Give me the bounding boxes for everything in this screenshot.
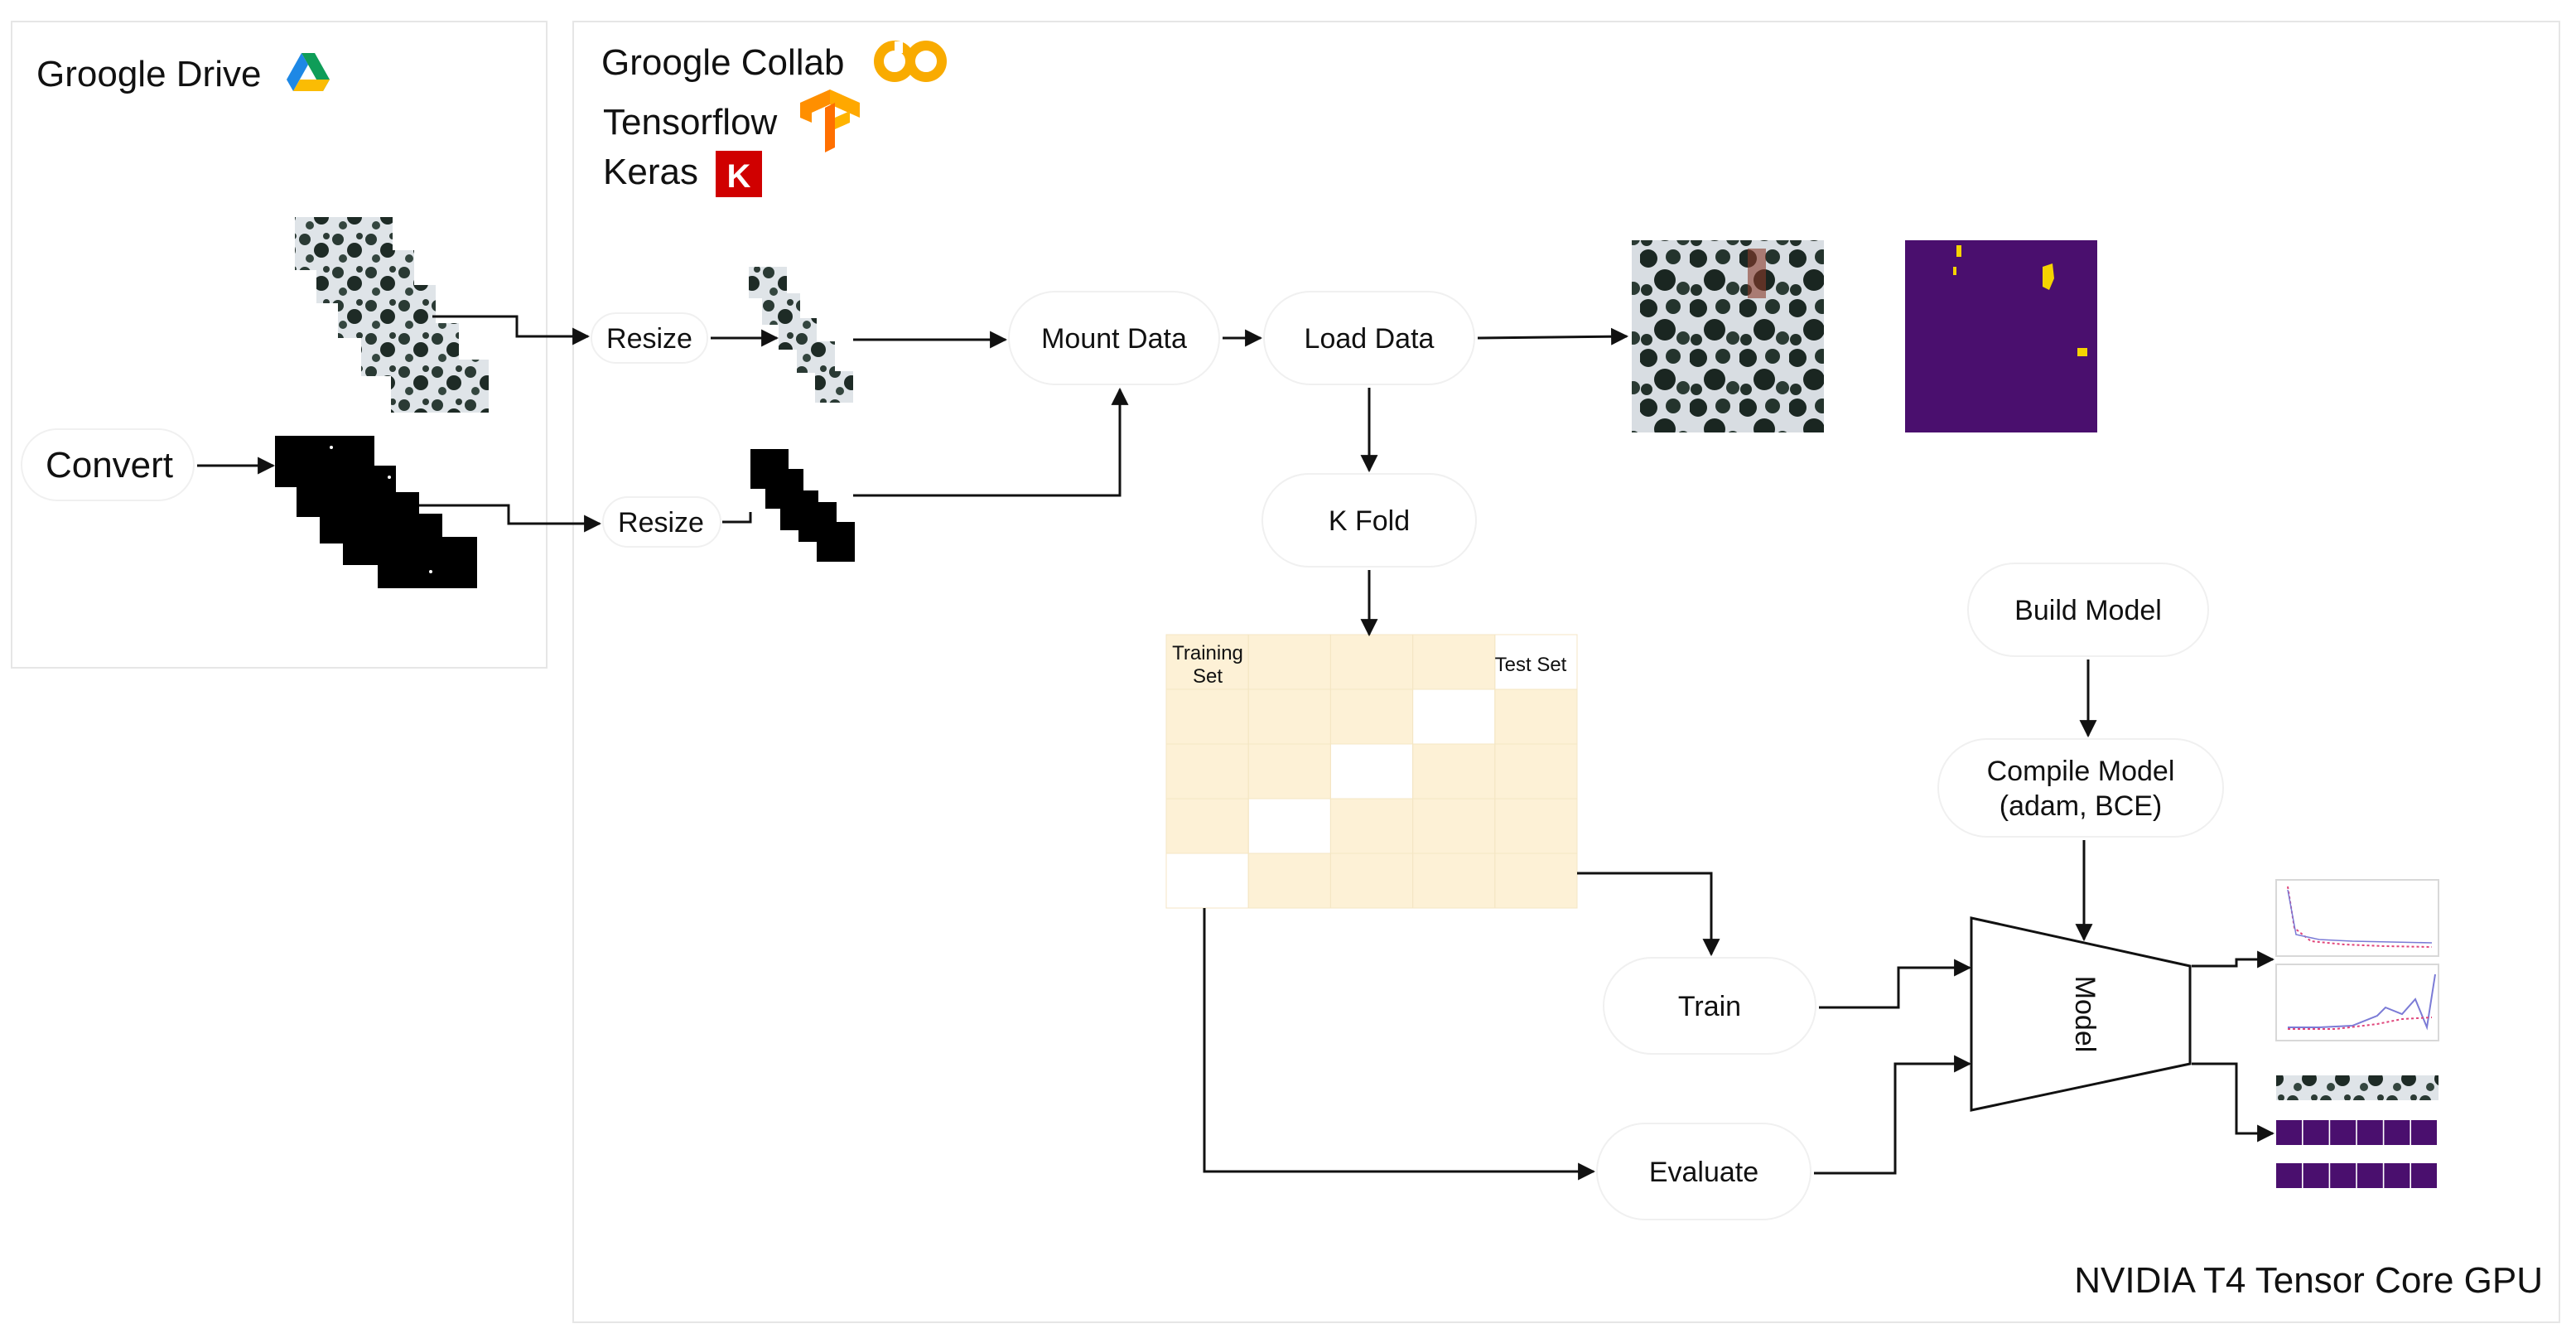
prediction-mask-tile [2276, 1120, 2302, 1145]
evaluate-node: Evaluate [1596, 1123, 1811, 1220]
tool-label-colab: Groogle Collab [601, 42, 845, 83]
svg-text:Train: Train [1678, 991, 1741, 1022]
prediction-image-strip [2276, 1075, 2439, 1100]
train-node: Train [1603, 957, 1816, 1055]
svg-text:Mount Data: Mount Data [1041, 323, 1187, 355]
resized-image-stack [749, 267, 853, 403]
test-fold-cell [1330, 744, 1413, 799]
prediction-mask-tile [2384, 1120, 2410, 1145]
prediction-mask-strip [2276, 1120, 2437, 1188]
resize-masks-node: Resize [602, 496, 721, 548]
kfold-grid [1165, 634, 1578, 909]
svg-text:Resize: Resize [606, 323, 692, 355]
tensorflow-icon [800, 89, 860, 152]
resized-mask-stack [750, 449, 855, 562]
mask-stack [275, 436, 477, 588]
prediction-mask-tile [2330, 1120, 2357, 1145]
build-model-node: Build Model [1967, 563, 2209, 657]
svg-text:K Fold: K Fold [1329, 505, 1410, 537]
svg-text:Model: Model [2069, 976, 2101, 1053]
test-fold-cell [1166, 853, 1249, 908]
model-block: Model [1970, 916, 2192, 1112]
svg-text:(adam, BCE): (adam, BCE) [2000, 790, 2163, 822]
sample-image [1632, 240, 1824, 432]
resize-images-node: Resize [591, 312, 708, 364]
gpu-label: NVIDIA T4 Tensor Core GPU [2074, 1260, 2543, 1301]
test-fold-cell [1248, 799, 1331, 853]
svg-text:Compile Model: Compile Model [1987, 756, 2175, 787]
colab-icon [874, 41, 947, 82]
metric-plot [2275, 964, 2439, 1041]
prediction-mask-tile [2411, 1163, 2437, 1188]
prediction-mask-tile [2303, 1163, 2329, 1188]
training-set-label-2: Set [1193, 665, 1223, 688]
drive-title: Groogle Drive [36, 54, 261, 94]
tool-label-tensorflow: Tensorflow [603, 102, 778, 143]
training-set-label-1: Training [1172, 642, 1243, 664]
svg-text:K: K [727, 158, 751, 195]
prediction-mask-tile [2276, 1163, 2302, 1188]
test-fold-cell [1494, 635, 1577, 689]
loss-plot [2275, 879, 2439, 957]
prediction-mask-tile [2357, 1120, 2383, 1145]
svg-text:Resize: Resize [618, 507, 704, 539]
load-data-node: Load Data [1263, 291, 1475, 385]
prediction-mask-tile [2330, 1163, 2357, 1188]
prediction-mask-tile [2411, 1120, 2437, 1145]
svg-text:Convert: Convert [46, 445, 173, 486]
tool-label-keras: Keras [603, 152, 698, 192]
prediction-mask-tile [2303, 1120, 2329, 1145]
raw-image-stack [295, 217, 489, 413]
test-fold-cell [1412, 689, 1495, 744]
sample-mask [1905, 240, 2097, 432]
svg-text:Load Data: Load Data [1305, 323, 1435, 355]
prediction-mask-tile [2384, 1163, 2410, 1188]
convert-node: Convert [21, 428, 195, 501]
connectors [197, 315, 2275, 1181]
compile-model-node: Compile Model (adam, BCE) [1937, 738, 2224, 838]
kfold-node: K Fold [1261, 473, 1477, 568]
svg-text:Evaluate: Evaluate [1649, 1157, 1758, 1188]
svg-text:Build Model: Build Model [2014, 595, 2162, 626]
test-set-label: Test Set [1495, 654, 1567, 676]
mount-data-node: Mount Data [1008, 291, 1220, 385]
fold-grid-cell [1494, 853, 1578, 909]
prediction-mask-tile [2357, 1163, 2383, 1188]
google-drive-icon [287, 53, 330, 91]
keras-icon: K [716, 151, 762, 197]
